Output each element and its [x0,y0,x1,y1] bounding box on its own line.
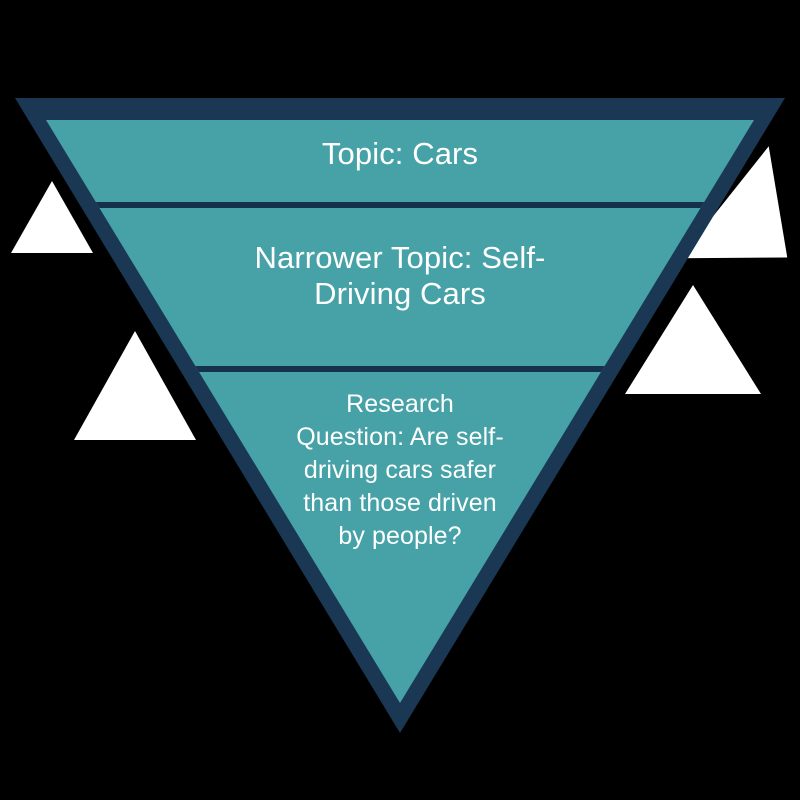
tier-divider-1 [46,202,754,208]
deco-right-lower-triangle-up-icon [625,285,761,394]
tier-divider-2 [46,366,754,372]
deco-left-upper-triangle-up-icon [11,181,93,253]
deco-left-lower-triangle-up-icon [74,331,196,440]
decoration-group [11,146,788,440]
tier-dividers [46,202,754,372]
deco-right-upper-triangle-rotated-icon [679,146,788,259]
pyramid-inner-fill [46,120,754,703]
